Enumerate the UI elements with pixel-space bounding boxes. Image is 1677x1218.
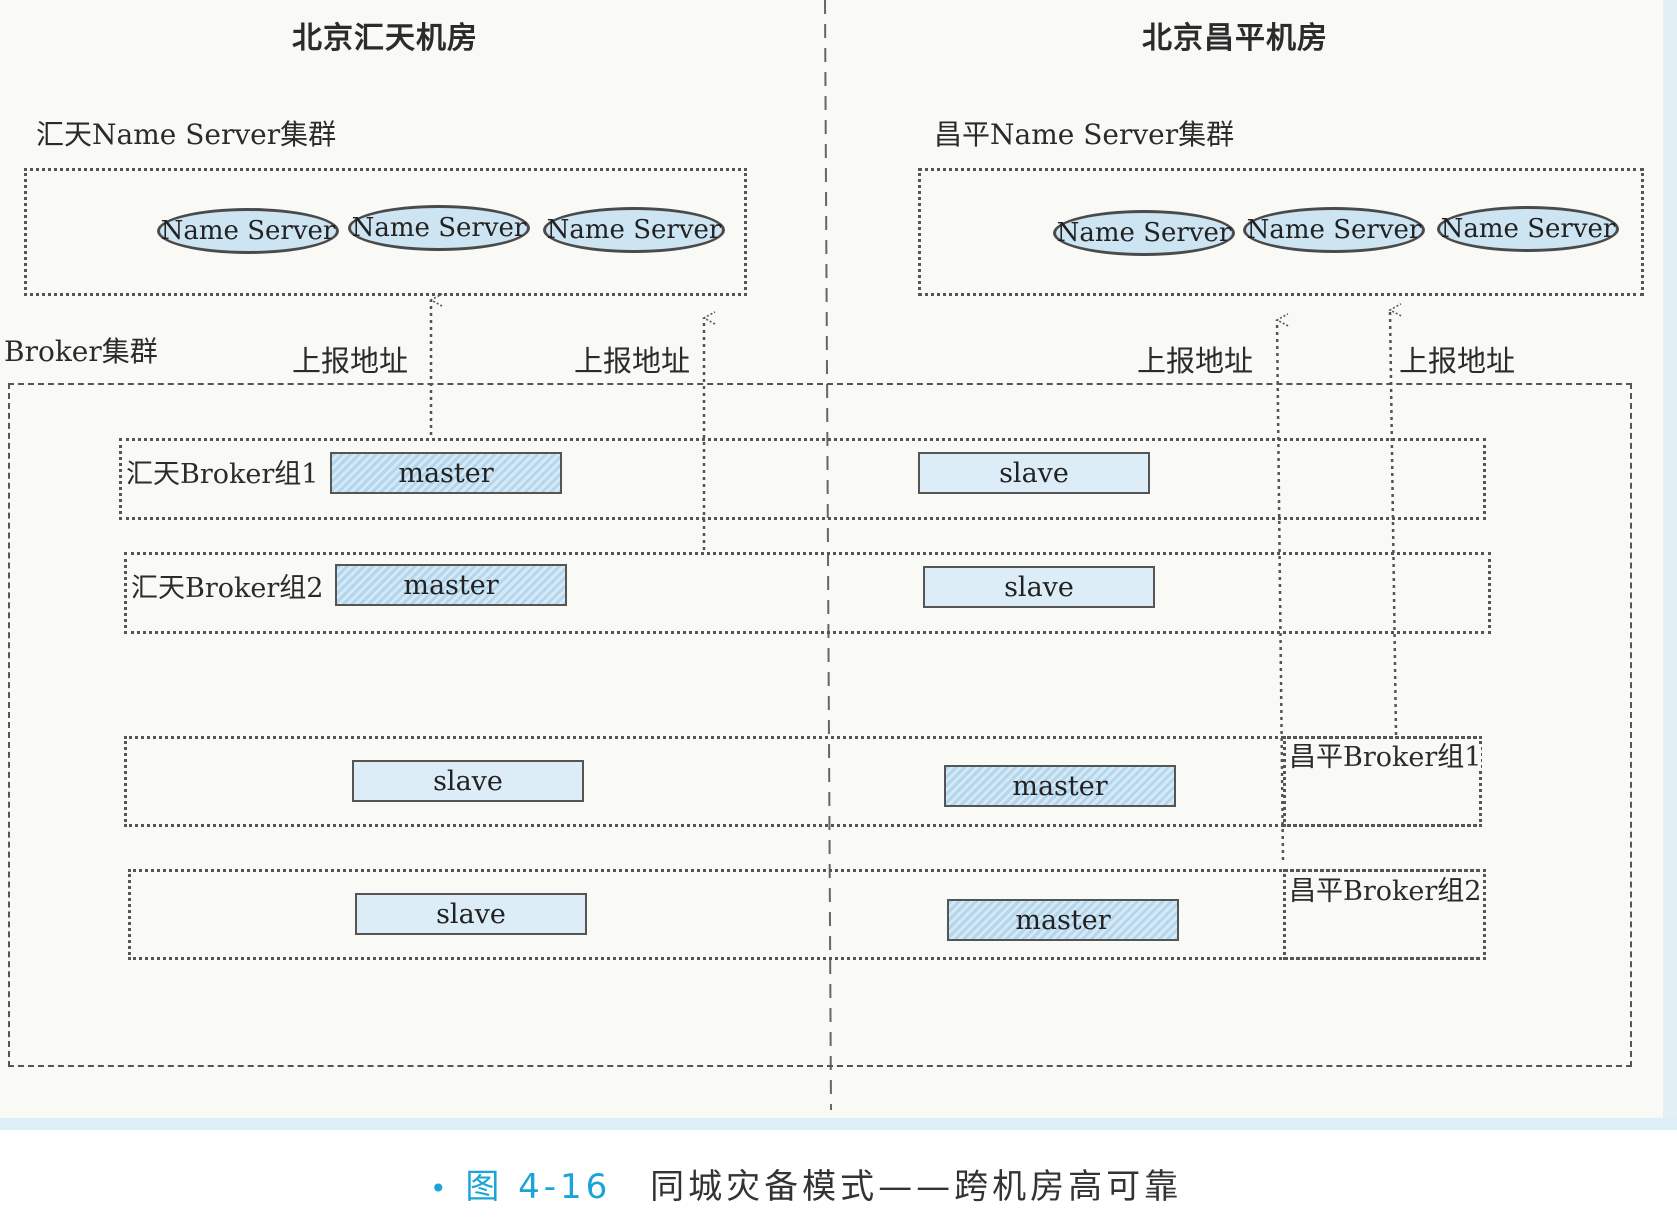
nameserver-cluster-label-changping: 昌平Name Server集群 [934, 118, 1235, 151]
broker-group-label-huitian-2: 汇天Broker组2 [131, 573, 324, 604]
page-edge-band [1663, 0, 1677, 1130]
broker-group-box-changping-1 [124, 736, 1482, 827]
room-title-huitian: 北京汇天机房 [292, 21, 478, 56]
name-server-node: Name Server [1243, 207, 1425, 253]
report-arrow-changping-group1 [1388, 303, 1402, 736]
nameserver-cluster-box-huitian [24, 168, 747, 296]
broker-group-label-changping-1: 昌平Broker组1 [1289, 742, 1482, 773]
caption-text: 同城灾备模式——跨机房高可靠 [650, 1167, 1183, 1207]
report-address-label: 上报地址 [292, 344, 409, 378]
broker-master-node: master [330, 452, 562, 494]
name-server-node: Name Server [1437, 206, 1619, 252]
room-title-changping: 北京昌平机房 [1142, 21, 1328, 56]
report-address-label: 上报地址 [1137, 344, 1254, 378]
report-arrow-changping-group2 [1275, 313, 1289, 861]
broker-group-label-box-changping-1 [1283, 736, 1482, 827]
broker-master-node: master [947, 899, 1179, 941]
broker-group-label-huitian-1: 汇天Broker组1 [126, 459, 319, 490]
broker-group-label-box-changping-2 [1283, 869, 1486, 960]
caption-bullet: • [430, 1172, 451, 1205]
broker-group-box-huitian-2 [124, 552, 1491, 634]
broker-slave-node: slave [352, 760, 584, 802]
figure-number: 图 4-16 [465, 1167, 612, 1207]
name-server-node: Name Server [157, 208, 339, 254]
broker-master-node: master [335, 564, 567, 606]
page-bottom-band [0, 1118, 1677, 1130]
name-server-node: Name Server [348, 205, 530, 251]
broker-master-node: master [944, 765, 1176, 807]
figure-caption: • 图 4-16 同城灾备模式——跨机房高可靠 [430, 1170, 1182, 1204]
nameserver-cluster-box-changping [918, 168, 1644, 296]
broker-slave-node: slave [355, 893, 587, 935]
broker-cluster-box [8, 383, 1632, 1067]
room-divider-line [824, 0, 832, 1111]
name-server-node: Name Server [1053, 210, 1235, 256]
nameserver-cluster-label-huitian: 汇天Name Server集群 [36, 118, 337, 151]
broker-slave-node: slave [923, 566, 1155, 608]
broker-group-label-changping-2: 昌平Broker组2 [1289, 876, 1482, 907]
connector-layer [429, 0, 1402, 1111]
report-address-label: 上报地址 [1399, 344, 1516, 378]
broker-slave-node: slave [918, 452, 1150, 494]
name-server-node: Name Server [543, 207, 725, 253]
diagram-canvas [0, 0, 1677, 1130]
broker-group-box-huitian-1 [119, 438, 1486, 520]
broker-cluster-label: Broker集群 [4, 335, 158, 368]
report-address-label: 上报地址 [574, 344, 691, 378]
